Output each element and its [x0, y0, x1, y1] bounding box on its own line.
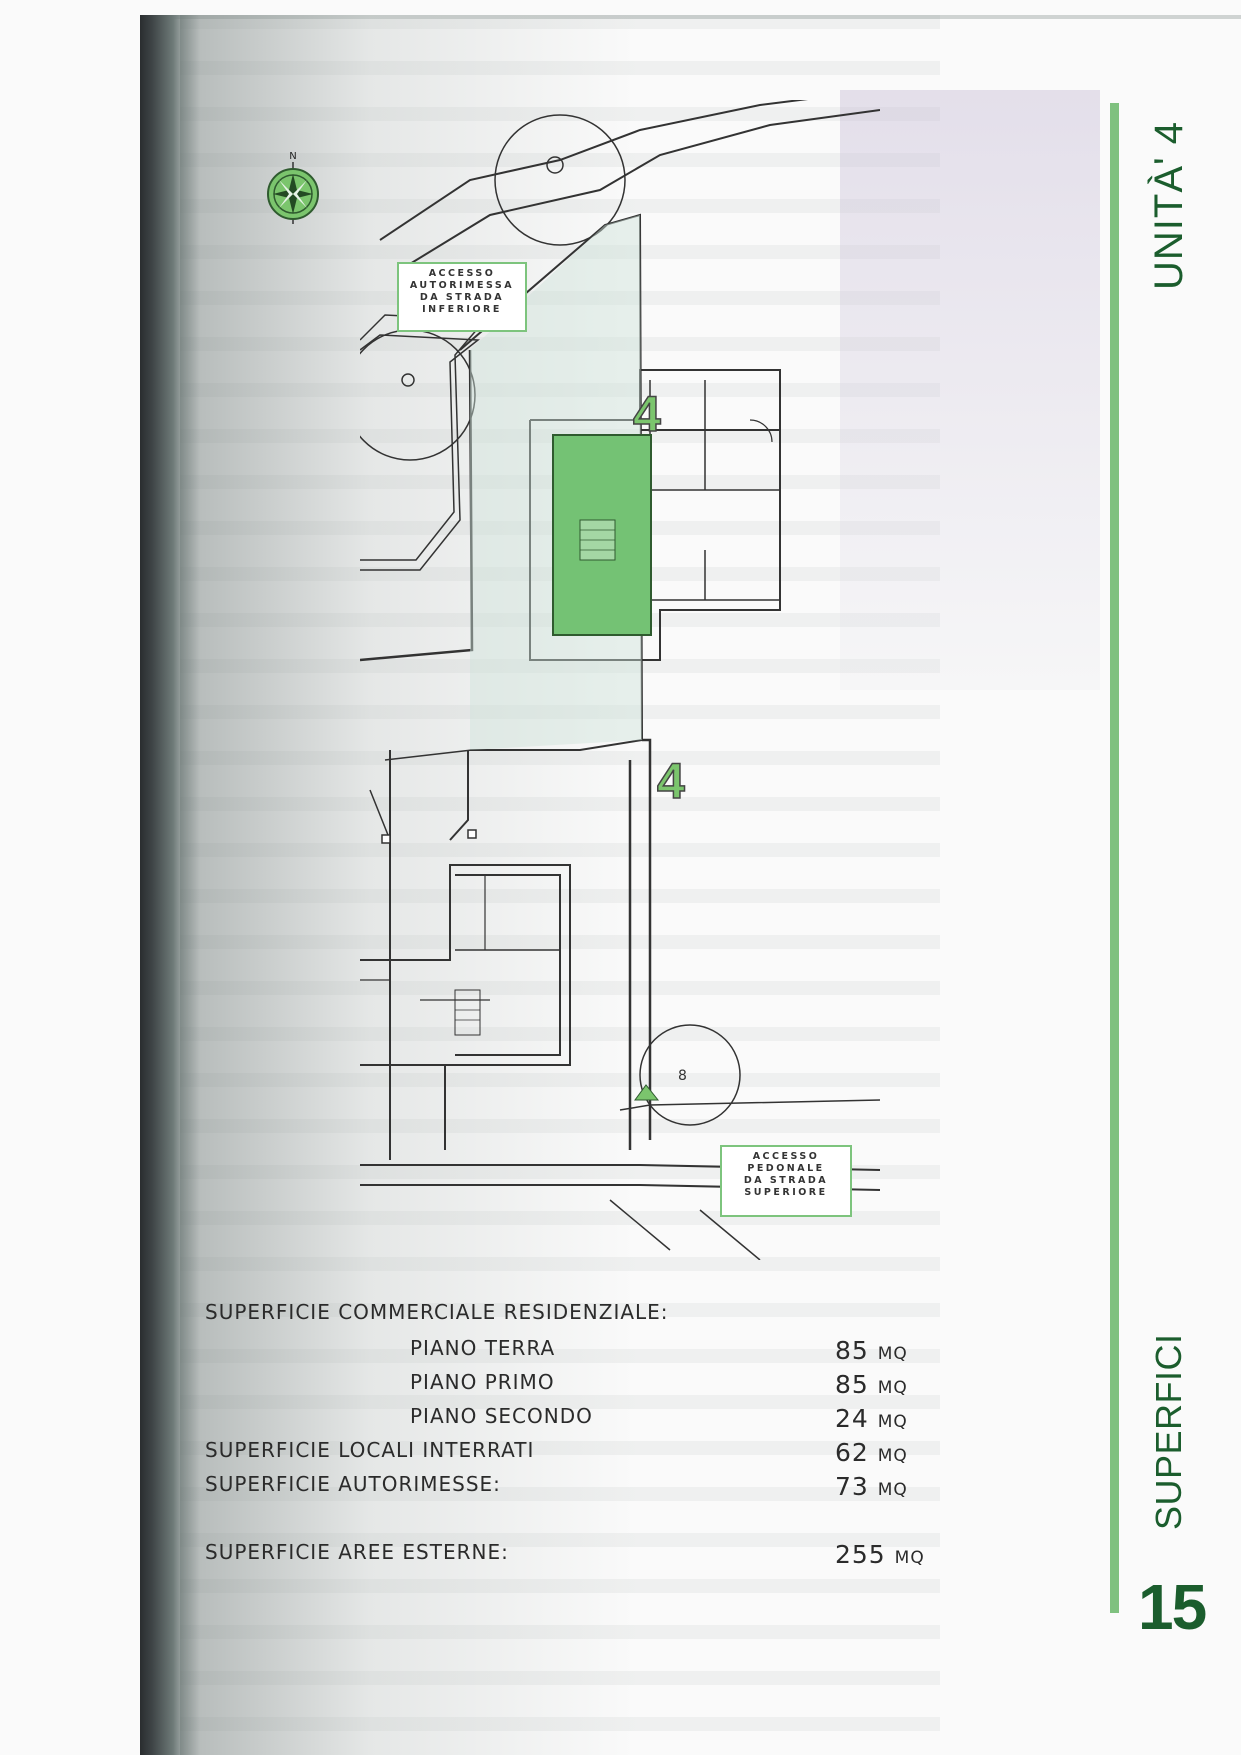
callout-line: ACCESSO — [752, 1151, 820, 1162]
areas-heading: SUPERFICIE COMMERCIALE RESIDENZIALE: — [205, 1300, 965, 1330]
row-value: 73 MQ — [835, 1472, 908, 1501]
table-row: SUPERFICIE LOCALI INTERRATI 62 MQ — [205, 1438, 965, 1468]
callout-pedestrian-access: ACCESSO PEDONALE DA STRADA SUPERIORE — [720, 1145, 852, 1217]
row-label: SUPERFICIE LOCALI INTERRATI — [205, 1438, 535, 1462]
unit-label-upper: 4 — [632, 385, 661, 443]
row-label: PIANO SECONDO — [410, 1404, 593, 1428]
row-label: PIANO TERRA — [410, 1336, 556, 1360]
plan-small-label: 8 — [678, 1068, 687, 1084]
row-label: PIANO PRIMO — [410, 1370, 555, 1394]
binding-shadow — [140, 15, 200, 1755]
row-value: 255 MQ — [835, 1540, 925, 1569]
compass-north-letter: N — [289, 151, 296, 162]
callout-line: PEDONALE — [747, 1163, 825, 1174]
table-row: PIANO TERRA 85 MQ — [205, 1336, 965, 1366]
table-row: PIANO PRIMO 85 MQ — [205, 1370, 965, 1400]
table-row: SUPERFICIE AUTORIMESSE: 73 MQ — [205, 1472, 965, 1502]
callout-line: DA STRADA — [743, 1175, 829, 1186]
areas-heading-text: SUPERFICIE COMMERCIALE RESIDENZIALE: — [205, 1300, 669, 1324]
page-number: 15 — [1138, 1571, 1207, 1643]
row-value: 85 MQ — [835, 1336, 908, 1365]
callout-line: INFERIORE — [422, 304, 502, 315]
callout-garage-access: ACCESSO AUTORIMESSA DA STRADA INFERIORE — [397, 262, 527, 332]
row-label: SUPERFICIE AREE ESTERNE: — [205, 1540, 509, 1564]
section-title: SUPERFICI — [1148, 1333, 1189, 1530]
callout-line: DA STRADA — [419, 292, 505, 303]
row-value: 62 MQ — [835, 1438, 908, 1467]
unit-title: UNITÀ' 4 — [1147, 121, 1191, 290]
unit-label-lower: 4 — [656, 752, 685, 810]
table-row: PIANO SECONDO 24 MQ — [205, 1404, 965, 1434]
compass-icon: N — [267, 151, 319, 224]
side-accent-bar — [1110, 103, 1119, 1613]
callout-line: AUTORIMESSA — [409, 280, 515, 291]
row-label: SUPERFICIE AUTORIMESSE: — [205, 1472, 501, 1496]
callout-line: SUPERIORE — [744, 1187, 828, 1198]
row-value: 24 MQ — [835, 1404, 908, 1433]
background-villa-photo — [840, 90, 1100, 690]
callout-line: ACCESSO — [428, 268, 496, 279]
site-plan: 8 — [360, 100, 880, 1260]
table-row: SUPERFICIE AREE ESTERNE: 255 MQ — [205, 1540, 965, 1570]
row-value: 85 MQ — [835, 1370, 908, 1399]
